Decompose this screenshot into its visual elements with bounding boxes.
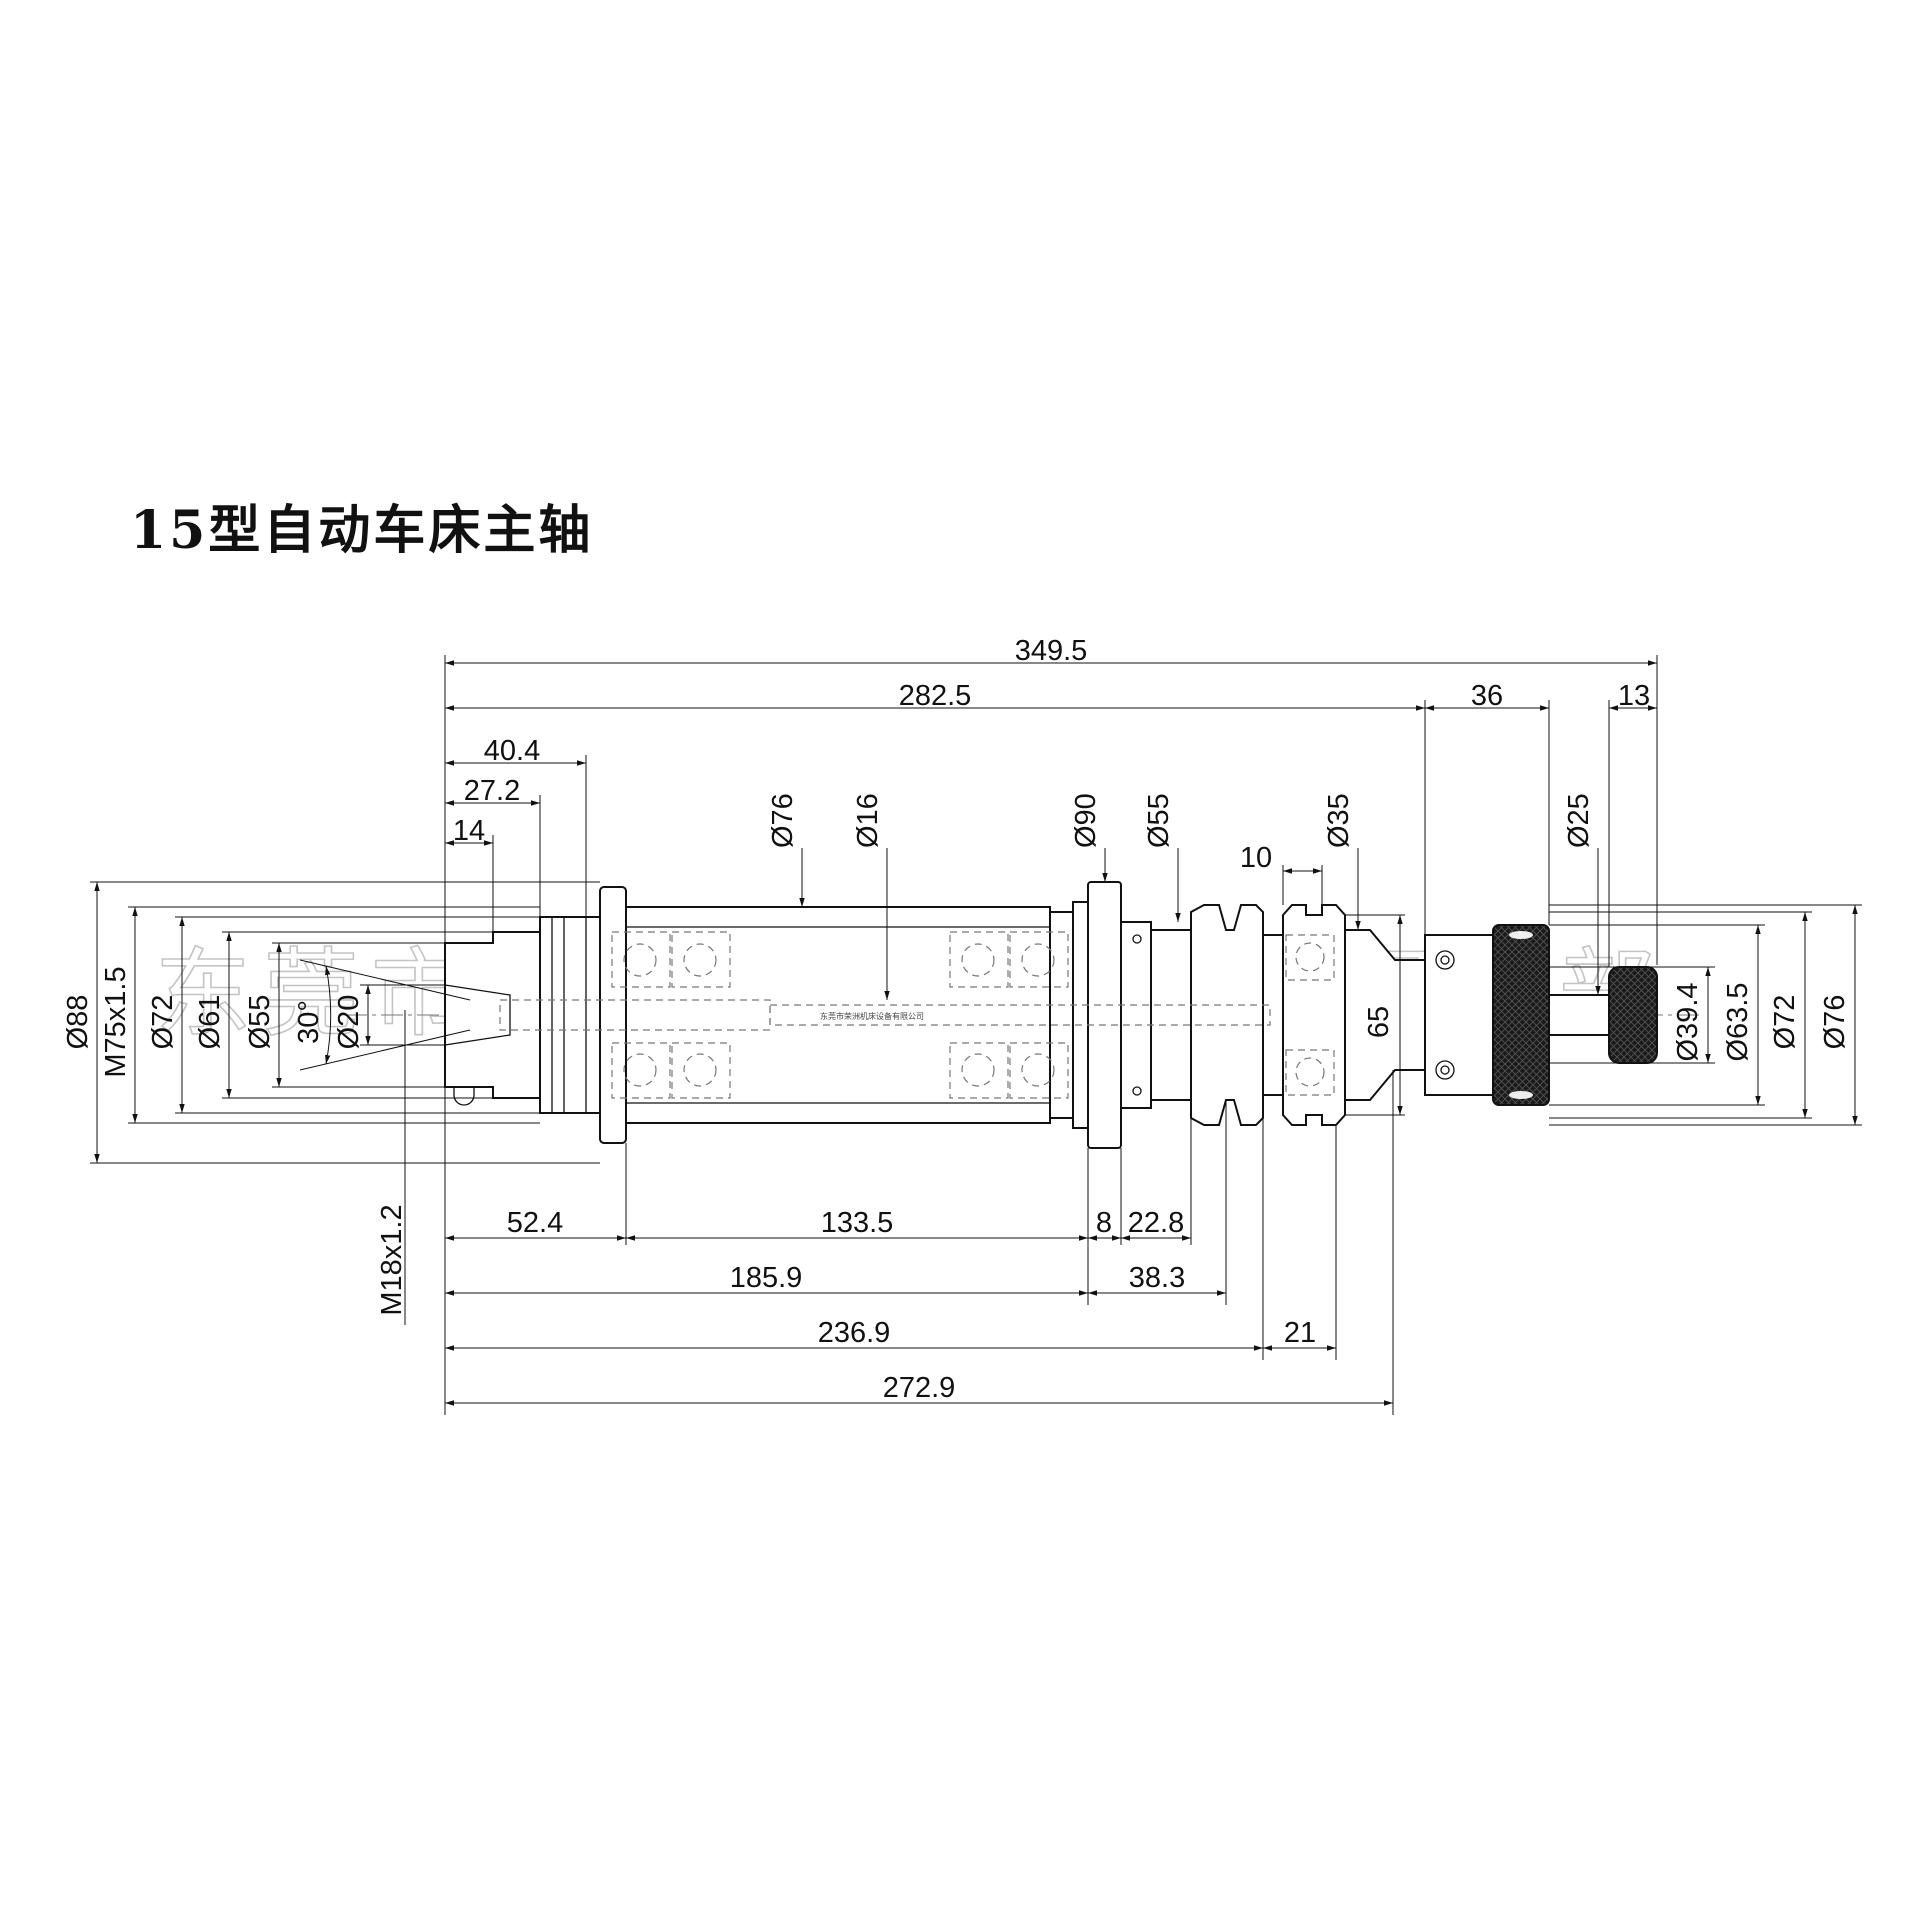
shaft-section bbox=[1150, 929, 1192, 1101]
step-55 bbox=[1120, 921, 1152, 1109]
dim-13: 13 bbox=[1618, 680, 1650, 712]
dim-dia-55-left: Ø55 bbox=[244, 995, 276, 1050]
bearing-collar bbox=[1049, 911, 1074, 1119]
dim-8: 8 bbox=[1096, 1207, 1112, 1239]
drawing-title: 15型自动车床主轴 bbox=[130, 500, 594, 561]
dim-133-5: 133.5 bbox=[821, 1207, 894, 1239]
dim-dia-55-right: Ø55 bbox=[1143, 793, 1175, 848]
end-knob bbox=[1608, 966, 1658, 1064]
hidden-bore-rear bbox=[769, 1004, 1271, 1026]
dim-27-2: 27.2 bbox=[464, 775, 520, 807]
dim-dia-72-left: Ø72 bbox=[147, 995, 179, 1050]
rear-bearing-block bbox=[1282, 904, 1346, 1126]
dim-dia-76-right: Ø76 bbox=[1819, 995, 1851, 1050]
dim-m75: M75x1.5 bbox=[100, 966, 132, 1077]
hidden-details bbox=[499, 931, 1335, 1099]
dim-272-9: 272.9 bbox=[883, 1372, 956, 1404]
spacer-ring bbox=[1072, 901, 1089, 1129]
front-nut bbox=[599, 886, 627, 1144]
dim-21: 21 bbox=[1284, 1317, 1316, 1349]
dim-349-5: 349.5 bbox=[1015, 635, 1088, 667]
dim-m18: M18x1.2 bbox=[376, 1204, 408, 1315]
dim-36: 36 bbox=[1471, 680, 1503, 712]
v-belt-pulley bbox=[1190, 904, 1264, 1126]
dim-dia-35: Ø35 bbox=[1323, 793, 1355, 848]
pulley-hub bbox=[1262, 934, 1284, 1096]
dim-dia-90: Ø90 bbox=[1070, 793, 1102, 848]
angle-arc bbox=[325, 965, 332, 1065]
collet-notch bbox=[453, 1087, 475, 1106]
dim-dia-88: Ø88 bbox=[62, 995, 94, 1050]
center-stamp-text: 东莞市荣洲机床设备有限公司 bbox=[820, 1011, 924, 1021]
dim-282-5: 282.5 bbox=[899, 680, 972, 712]
extension-lines bbox=[90, 655, 1862, 1415]
dim-dia-20: Ø20 bbox=[333, 995, 365, 1050]
dim-dia-16: Ø16 bbox=[852, 793, 884, 848]
internal-taper bbox=[444, 984, 511, 1046]
spindle-body bbox=[299, 881, 1658, 1149]
dim-dia-61: Ø61 bbox=[194, 995, 226, 1050]
dim-40-4: 40.4 bbox=[484, 735, 540, 767]
knurled-ring bbox=[1492, 924, 1550, 1106]
hidden-bore-front bbox=[499, 999, 771, 1031]
tail-rod bbox=[1548, 994, 1610, 1036]
dim-14: 14 bbox=[453, 815, 485, 847]
dim-185-9: 185.9 bbox=[730, 1262, 803, 1294]
dimension-lines bbox=[94, 660, 1858, 1406]
dim-dia-63-5: Ø63.5 bbox=[1722, 983, 1754, 1062]
flange-90 bbox=[1087, 881, 1122, 1149]
clamp-housing bbox=[1424, 934, 1494, 1096]
dim-52-4: 52.4 bbox=[507, 1207, 563, 1239]
dim-236-9: 236.9 bbox=[818, 1317, 891, 1349]
dimension-labels: 349.5 282.5 36 13 40.4 27.2 14 10 Ø76 Ø1… bbox=[62, 635, 1851, 1404]
dim-dia-25: Ø25 bbox=[1563, 793, 1595, 848]
dim-10: 10 bbox=[1240, 842, 1272, 874]
dim-dia-72-right: Ø72 bbox=[1769, 995, 1801, 1050]
collet-nose bbox=[444, 931, 541, 1099]
dim-dia-76-body: Ø76 bbox=[767, 793, 799, 848]
dim-22-8: 22.8 bbox=[1128, 1207, 1184, 1239]
dim-angle-30: 30° bbox=[293, 1000, 325, 1044]
dim-38-3: 38.3 bbox=[1129, 1262, 1185, 1294]
dim-65: 65 bbox=[1363, 1006, 1395, 1038]
dim-dia-39-4: Ø39.4 bbox=[1672, 983, 1704, 1062]
nose-ring bbox=[539, 916, 601, 1114]
